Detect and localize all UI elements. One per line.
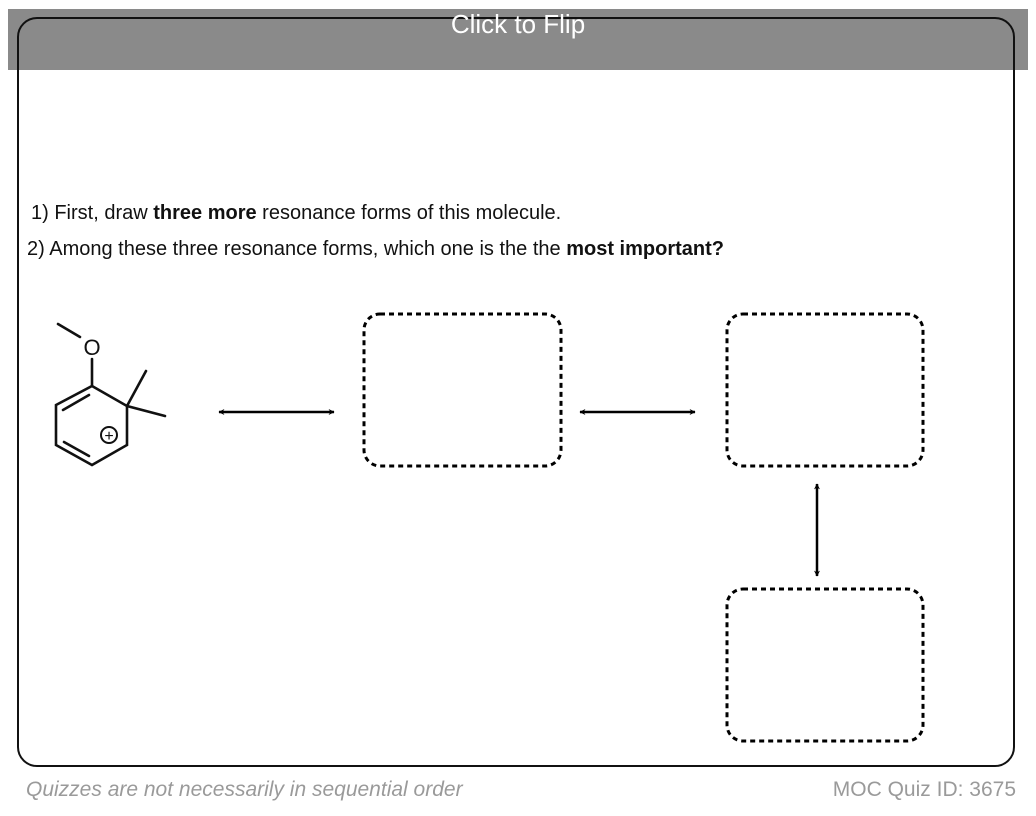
q2-text: 2) Among these three resonance forms, wh…	[27, 238, 567, 260]
answer-box-3	[725, 587, 925, 743]
quiz-id: MOC Quiz ID: 3675	[832, 778, 1016, 801]
positive-charge-icon: +	[104, 428, 113, 445]
molecule-structure	[54, 322, 167, 467]
q1-text: 1) First, draw	[31, 202, 154, 224]
question-line-2: 2) Among these three resonance forms, wh…	[27, 238, 724, 261]
answer-box-1	[362, 312, 563, 468]
click-to-flip-label[interactable]: Click to Flip	[450, 9, 586, 39]
answer-box-2	[725, 312, 925, 468]
footer-note: Quizzes are not necessarily in sequentia…	[26, 778, 463, 801]
q1-bold: three more	[153, 202, 257, 224]
flip-header-bar[interactable]	[8, 9, 1028, 70]
question-line-1: 1) First, draw three more resonance form…	[31, 202, 561, 225]
q2-bold: most important?	[566, 238, 724, 260]
flashcard[interactable]	[17, 17, 1015, 767]
oxygen-atom-label: O	[83, 335, 100, 360]
q1-text-end: resonance forms of this molecule.	[256, 202, 562, 224]
